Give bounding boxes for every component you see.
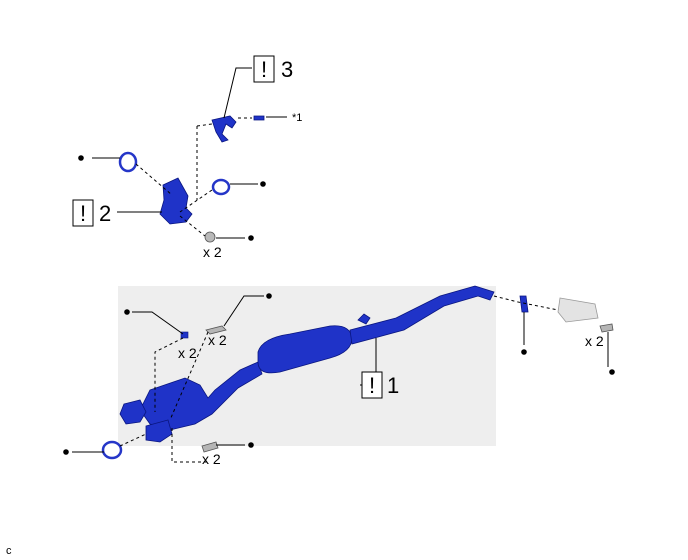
flange-part xyxy=(119,399,147,425)
marker-dot xyxy=(266,293,272,299)
pipe-hanger-part xyxy=(357,313,371,325)
guide-line xyxy=(135,163,173,196)
marker-dot xyxy=(260,181,266,187)
marker-dot xyxy=(248,442,254,448)
support-bracket-part xyxy=(159,177,193,225)
guide-line xyxy=(179,189,213,213)
nut-part xyxy=(180,331,189,339)
bolt-part xyxy=(599,323,614,333)
marker-dot xyxy=(63,449,69,455)
tail-pipe-part xyxy=(349,285,495,345)
quantity-label: x 2 xyxy=(202,451,221,467)
leader-line xyxy=(223,67,252,119)
quantity-label: x 2 xyxy=(203,244,222,260)
marker-dot xyxy=(609,369,615,375)
gasket-ring-upper-right xyxy=(211,178,231,196)
stud-part xyxy=(253,115,265,121)
callout-number: 1 xyxy=(387,373,399,398)
callout-2: ! 2 xyxy=(72,199,111,227)
guide-line xyxy=(169,331,209,421)
tail-tip-part xyxy=(557,297,599,323)
nut-part xyxy=(204,231,216,243)
marker-dot xyxy=(78,155,84,161)
leader-line xyxy=(223,295,264,327)
lower-flange-part xyxy=(145,419,173,443)
bolt-part xyxy=(201,441,219,453)
end-gasket-part xyxy=(519,295,529,313)
caution-badge xyxy=(72,199,94,227)
marker-dot xyxy=(124,309,130,315)
quantity-label: x 2 xyxy=(585,333,604,349)
caution-mark: ! xyxy=(80,201,86,226)
figure-code: c xyxy=(6,545,12,557)
callout-3: ! 3 xyxy=(253,55,293,83)
gasket-ring-lower xyxy=(101,440,123,460)
guide-line xyxy=(196,123,213,127)
callout-number: 2 xyxy=(99,201,111,226)
quantity-label: x 2 xyxy=(178,345,197,361)
caution-badge xyxy=(253,55,275,83)
asterisk-label: *1 xyxy=(292,112,302,124)
exhaust-pipe-assembly xyxy=(63,285,615,463)
callout-number: 3 xyxy=(281,57,293,82)
caution-badge xyxy=(361,371,383,399)
quantity-label: x 2 xyxy=(208,332,227,348)
marker-dot xyxy=(521,349,527,355)
upper-assembly xyxy=(78,67,287,243)
caution-mark: ! xyxy=(369,373,375,398)
hanger-bracket-part xyxy=(211,115,237,143)
guide-line xyxy=(179,215,206,237)
caution-mark: ! xyxy=(261,57,267,82)
gasket-ring-upper-left xyxy=(118,151,138,173)
guide-line xyxy=(154,337,184,412)
guide-line xyxy=(493,295,559,311)
guide-line xyxy=(119,433,147,447)
callout-1: ! 1 xyxy=(361,371,399,399)
leader-line xyxy=(132,311,184,335)
bolt-part xyxy=(205,325,227,335)
marker-dot xyxy=(248,235,254,241)
